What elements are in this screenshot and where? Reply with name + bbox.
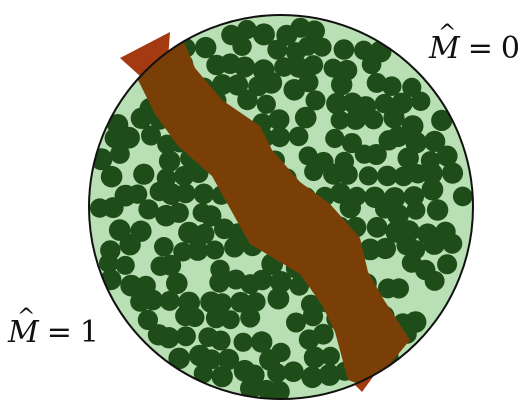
particle — [187, 240, 208, 261]
particle — [176, 183, 196, 203]
particle — [176, 326, 196, 346]
particle — [422, 179, 444, 201]
particle — [345, 109, 366, 130]
particle — [101, 166, 123, 188]
particle — [237, 90, 257, 110]
particle — [389, 278, 409, 298]
particle — [159, 150, 180, 171]
particle — [453, 187, 473, 207]
particle — [382, 76, 402, 96]
particle — [411, 92, 430, 111]
particle — [221, 310, 240, 329]
particle — [270, 127, 290, 147]
particle — [359, 166, 378, 185]
particle — [303, 55, 323, 75]
particle — [267, 40, 287, 60]
particle — [442, 163, 463, 184]
particle — [133, 164, 154, 185]
particle — [299, 72, 319, 92]
particle — [154, 237, 174, 257]
m-hat-symbol: M^ — [8, 318, 39, 348]
particle — [367, 217, 388, 238]
particle — [321, 347, 340, 366]
particle — [375, 238, 396, 259]
particle — [160, 291, 180, 311]
particle — [304, 162, 323, 181]
particle — [252, 270, 273, 291]
label-m-hat-equals-0: M^=0 — [429, 34, 519, 64]
particle — [313, 324, 334, 345]
particle — [224, 237, 245, 258]
particle — [303, 306, 323, 326]
particle — [427, 199, 448, 220]
particle — [383, 107, 404, 128]
particle — [116, 256, 135, 275]
particle — [185, 308, 204, 327]
particle — [334, 39, 355, 60]
m-hat-symbol: M^ — [429, 34, 460, 64]
particle — [260, 72, 282, 94]
particle — [160, 255, 181, 276]
particle — [257, 95, 276, 114]
particle — [325, 129, 344, 148]
particle — [211, 331, 231, 351]
particle — [212, 366, 233, 387]
particle — [283, 361, 304, 382]
particle — [295, 107, 317, 129]
particle — [442, 234, 462, 254]
particle — [364, 110, 383, 129]
particle — [232, 37, 251, 56]
particle — [437, 254, 457, 274]
particle — [234, 57, 255, 78]
particle — [205, 241, 224, 260]
particle — [289, 127, 309, 147]
particle — [234, 333, 253, 352]
particle — [103, 197, 124, 218]
particle — [366, 144, 387, 165]
label-m-hat-equals-1: M^=1 — [8, 318, 99, 348]
particle — [271, 343, 290, 362]
particle — [110, 144, 130, 164]
particle — [169, 203, 189, 223]
particle — [362, 55, 382, 75]
particle — [240, 308, 260, 328]
particle — [194, 184, 215, 205]
particle — [406, 201, 425, 220]
particle — [337, 164, 358, 185]
particle — [268, 288, 290, 310]
particle — [195, 37, 216, 58]
particle — [423, 233, 445, 255]
particle — [119, 234, 140, 255]
particle — [425, 271, 445, 291]
particle — [331, 74, 352, 95]
particle — [313, 38, 332, 57]
particle — [340, 197, 361, 218]
particle — [388, 126, 409, 147]
